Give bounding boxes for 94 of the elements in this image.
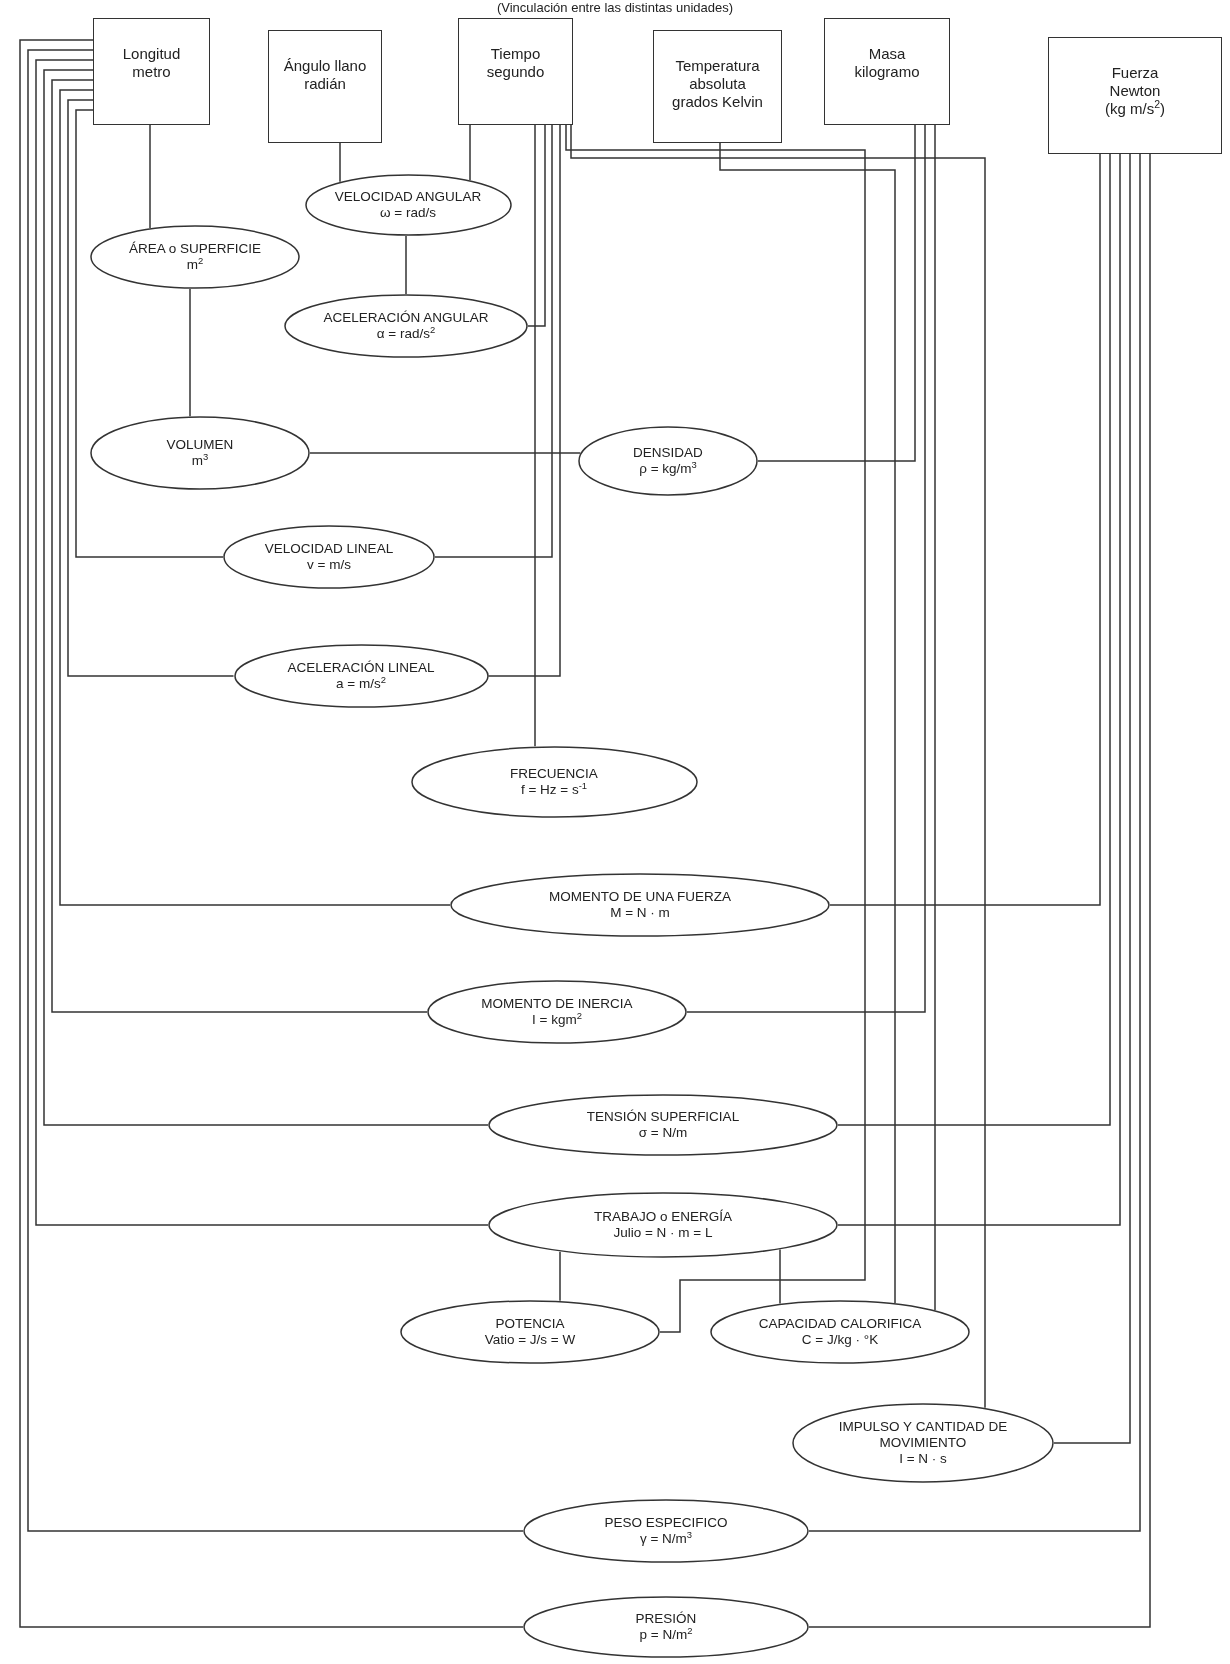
derived-unit-ellipse (450, 873, 830, 937)
quantity-name: Masa (868, 45, 906, 63)
quantity-name: Ángulo llano (283, 57, 367, 75)
unit-formula: grados Kelvin (672, 93, 763, 111)
connector-line (59, 89, 451, 906)
unit-formula: f = Hz = s$^{-1}$ (520, 782, 588, 799)
quantity-name: IMPULSO Y CANTIDAD DE MOVIMIENTO (837, 1418, 1009, 1452)
quantity-name: ACELERACIÓN ANGULAR (322, 309, 490, 326)
quantity-name: MOMENTO DE INERCIA (480, 995, 634, 1012)
quantity-name: VELOCIDAD LINEAL (263, 540, 395, 557)
connector-line (757, 124, 916, 462)
unit-formula: ω = rad/s (380, 205, 436, 222)
connector-line (67, 99, 235, 677)
base-unit-box (653, 30, 782, 143)
quantity-name: DENSIDAD (632, 444, 704, 461)
connector-line (51, 79, 428, 1013)
derived-unit-ellipse (284, 294, 528, 358)
connector-line (934, 124, 936, 1311)
connector-line (534, 124, 536, 748)
quantity-name: ACELERACIÓN LINEAL (286, 659, 436, 676)
connector-line (1053, 153, 1131, 1444)
unit-formula: m$^{2}$ (186, 257, 204, 274)
derived-unit-ellipse (304, 174, 512, 236)
connector-line (339, 142, 341, 183)
unit-formula: (kg m/s$^{2}$) (1105, 100, 1165, 118)
connector-line (309, 452, 582, 454)
quantity-name: ÁREA o SUPERFICIE (127, 240, 262, 257)
base-unit-box (1048, 37, 1222, 154)
quantity-name: VELOCIDAD ANGULAR (333, 188, 483, 205)
quantity-name: POTENCIA (494, 1315, 566, 1332)
derived-unit-ellipse (223, 525, 435, 589)
unit-formula: C = J/kg · °K (801, 1332, 879, 1349)
derived-unit-ellipse (792, 1403, 1054, 1483)
quantity-name: TRABAJO o ENERGÍA (592, 1208, 733, 1225)
unit-formula: kilogramo (854, 63, 920, 81)
connector-line (686, 124, 926, 1013)
unit-formula: p = N/m$^{2}$ (639, 1627, 693, 1644)
unit-formula: ρ = kg/m$^{3}$ (639, 461, 697, 478)
unit-formula: I = N · s (899, 1451, 947, 1468)
derived-unit-ellipse (410, 746, 698, 818)
quantity-name: MOMENTO DE UNA FUERZA (548, 888, 732, 905)
quantity-name: CAPACIDAD CALORIFICA (757, 1315, 923, 1332)
derived-unit-ellipse (427, 980, 687, 1044)
base-unit-box (268, 30, 382, 143)
unit-formula: v = m/s (307, 557, 351, 574)
derived-unit-ellipse (400, 1300, 660, 1364)
derived-unit-ellipse (488, 1094, 838, 1156)
derived-unit-ellipse (710, 1300, 970, 1364)
unit-formula: segundo (486, 63, 545, 81)
unit-formula: σ = N/m (638, 1125, 688, 1142)
quantity-name: PRESIÓN (634, 1610, 698, 1627)
connector-line (570, 124, 986, 1409)
connector-line (719, 142, 896, 1304)
unit-formula: Vatio = J/s = W (484, 1332, 576, 1349)
connector-line (189, 288, 191, 417)
connector-line (434, 124, 553, 558)
derived-unit-ellipse (488, 1192, 838, 1258)
unit-formula: m$^{3}$ (191, 453, 209, 470)
quantity-name: PESO ESPECIFICO (603, 1514, 729, 1531)
connector-line (559, 1250, 561, 1302)
derived-unit-ellipse (578, 426, 758, 496)
derived-unit-ellipse (90, 416, 310, 490)
derived-unit-ellipse (523, 1596, 809, 1658)
unit-formula: Newton (1109, 82, 1161, 100)
unit-formula: I = kgm$^{2}$ (532, 1012, 582, 1029)
derived-unit-ellipse (523, 1499, 809, 1563)
base-unit-box (458, 18, 573, 125)
connector-line (829, 153, 1101, 906)
connector-line (487, 124, 561, 677)
connector-line (405, 235, 407, 295)
unit-formula: radián (304, 75, 346, 93)
unit-formula: α = rad/s$^{2}$ (376, 326, 436, 343)
unit-formula: M = N · m (610, 905, 670, 922)
subtitle: (Vinculación entre las distintas unidades) (496, 0, 734, 15)
unit-formula: a = m/s$^{2}$ (336, 676, 386, 693)
quantity-name: FRECUENCIA (509, 765, 599, 782)
connector-line (779, 1248, 781, 1305)
quantity-name: Tiempo (490, 45, 541, 63)
base-unit-box (93, 18, 210, 125)
connector-line (527, 124, 546, 327)
quantity-name: Longitud (122, 45, 181, 63)
unit-formula: γ = N/m$^{3}$ (639, 1531, 693, 1548)
quantity-name: TENSIÓN SUPERFICIAL (585, 1108, 741, 1125)
derived-unit-ellipse (233, 644, 489, 708)
base-unit-box (824, 18, 950, 125)
connector-line (149, 124, 151, 229)
quantity-name: Fuerza (1111, 64, 1159, 82)
connector-line (75, 109, 224, 558)
connector-line (565, 124, 866, 1333)
derived-unit-ellipse (90, 225, 300, 289)
unit-formula: Julio = N · m = L (613, 1225, 713, 1242)
connector-line (469, 124, 471, 181)
unit-formula: metro (132, 63, 171, 81)
quantity-name: VOLUMEN (165, 436, 235, 453)
